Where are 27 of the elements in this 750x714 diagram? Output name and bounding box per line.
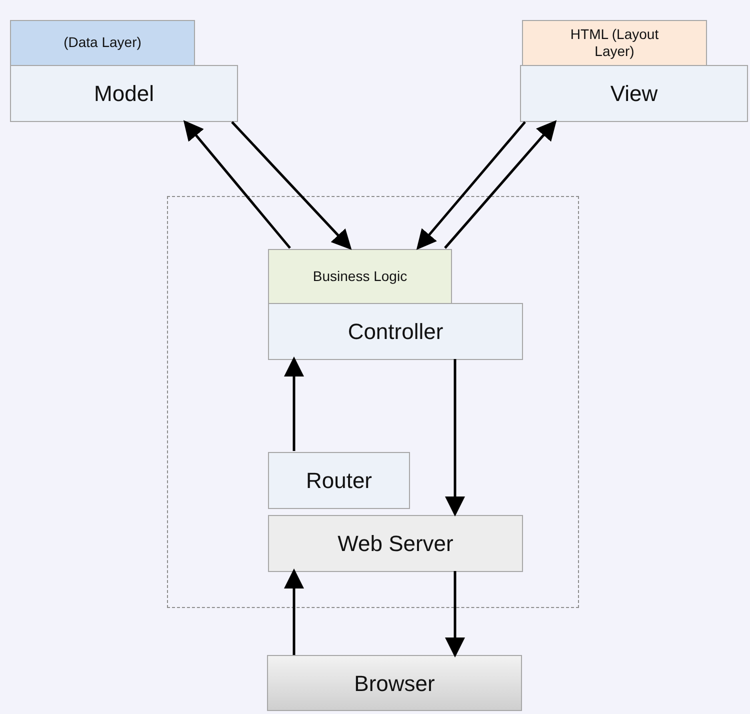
node-label: HTML (Layout Layer) [569, 26, 660, 60]
component-box [10, 65, 238, 122]
component-box [268, 303, 523, 360]
arrow [445, 359, 465, 516]
component-box [268, 452, 410, 509]
arrow [445, 571, 465, 658]
arrow [416, 121, 526, 250]
arrow [284, 356, 304, 451]
component-box [268, 515, 523, 572]
layer-tab [10, 20, 195, 66]
node-label: Router [306, 467, 372, 495]
component-box [267, 655, 522, 711]
layer-tab [522, 20, 707, 66]
node-label: Controller [348, 318, 444, 346]
node-label: Business Logic [312, 267, 408, 286]
layer-tab [268, 249, 452, 304]
node-label: View [610, 80, 658, 108]
node-label: (Data Layer) [64, 34, 142, 52]
arrow [231, 121, 352, 250]
node-label: Web Server [338, 530, 454, 558]
node-label: Browser [354, 670, 435, 698]
dashed-container [167, 196, 579, 608]
node-label: Model [94, 80, 154, 108]
arrow [183, 120, 291, 249]
component-box [520, 65, 748, 122]
arrow [284, 568, 304, 655]
arrow [444, 120, 557, 249]
